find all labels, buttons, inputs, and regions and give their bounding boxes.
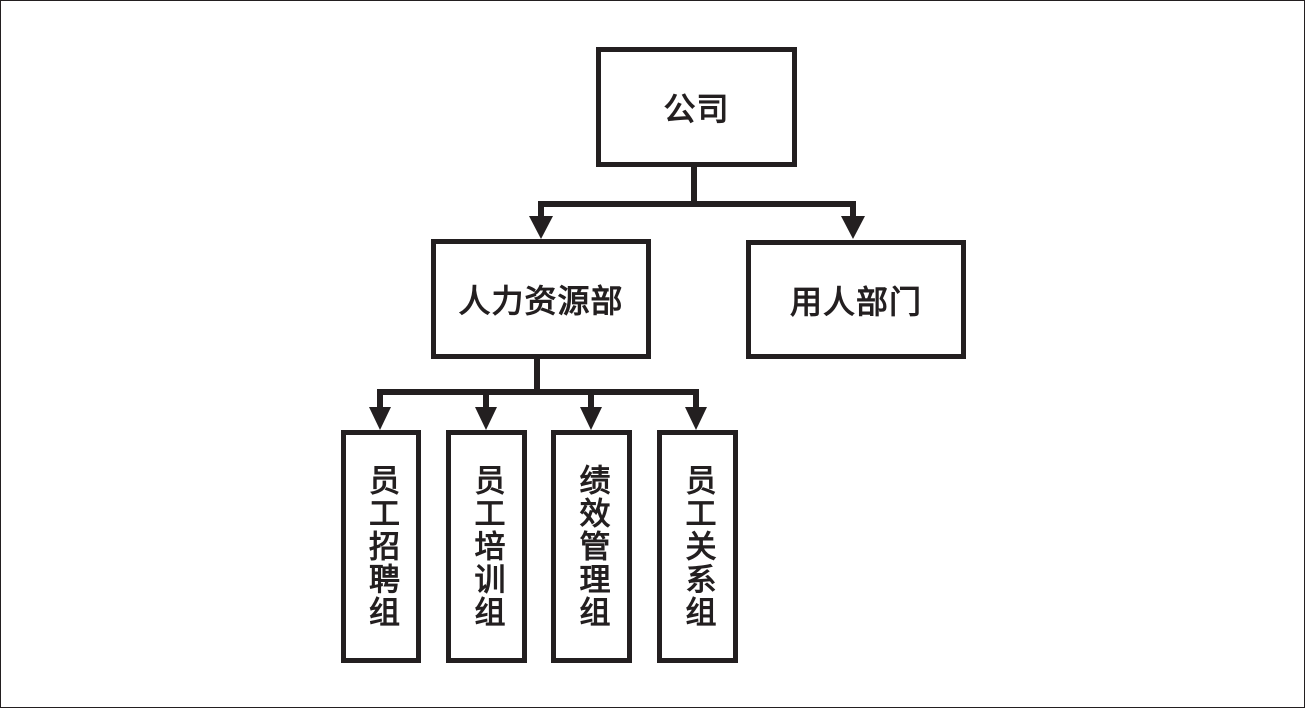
- node-employee-relations-group-label: 员工关系组: [679, 464, 716, 629]
- node-performance-group: 绩效管理组: [551, 430, 632, 663]
- node-hiring-department: 用人部门: [746, 240, 966, 359]
- node-company: 公司: [596, 47, 797, 167]
- node-hiring-department-label: 用人部门: [789, 282, 922, 321]
- node-recruitment-group: 员工招聘组: [341, 430, 421, 663]
- arrowhead-to-g4: [685, 407, 707, 430]
- node-company-label: 公司: [663, 90, 730, 128]
- arrowhead-to-g1: [369, 407, 391, 430]
- arrowhead-to-hr: [529, 216, 553, 239]
- node-performance-group-label: 绩效管理组: [573, 464, 610, 629]
- arrowhead-to-g3: [580, 407, 602, 430]
- node-training-group: 员工培训组: [446, 430, 527, 663]
- node-training-group-label: 员工培训组: [468, 464, 505, 629]
- node-recruitment-group-label: 员工招聘组: [363, 464, 399, 629]
- node-hr-department: 人力资源部: [431, 239, 651, 359]
- arrowhead-to-dept: [841, 216, 865, 239]
- node-hr-department-label: 人力资源部: [458, 282, 624, 320]
- node-employee-relations-group: 员工关系组: [657, 430, 738, 663]
- arrowhead-to-g2: [475, 407, 497, 430]
